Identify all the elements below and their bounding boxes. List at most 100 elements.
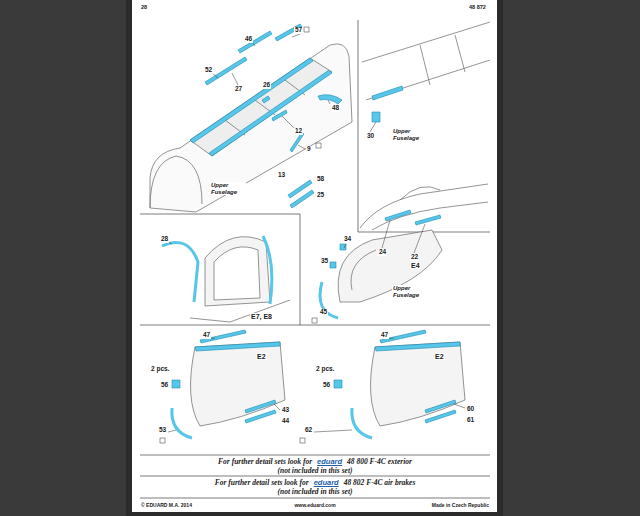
drawing-stroke	[320, 282, 338, 318]
callout-number: 9	[306, 146, 312, 153]
caption-line: (not included in this set)	[140, 488, 490, 496]
footer-text: © EDUARD M.A. 2014	[140, 503, 193, 508]
drawing-stroke	[454, 404, 465, 408]
drawing-stroke	[150, 156, 202, 208]
drawing-stroke	[415, 215, 441, 225]
callout-number: 56	[160, 382, 169, 389]
pe-part	[190, 24, 342, 208]
canopy-half	[191, 342, 465, 426]
drawing-stroke	[238, 31, 272, 53]
drawing-stroke	[360, 184, 488, 228]
drawing-stroke	[414, 224, 425, 253]
note-text: Upper Fuselage	[392, 128, 428, 141]
drawing-stroke	[358, 20, 490, 232]
callout-number: 62	[304, 427, 313, 434]
upper-fuselage	[150, 44, 352, 212]
drawing-stroke	[168, 430, 176, 432]
note-text: Upper Fuselage	[392, 285, 428, 298]
caption-text: For further detail sets look for	[214, 479, 310, 487]
drawing-stroke	[382, 220, 390, 248]
drawing-stroke	[370, 122, 376, 132]
callout-number: 12	[294, 128, 303, 135]
drawing-stroke	[304, 27, 309, 32]
drawing-stroke	[371, 342, 465, 426]
callout-number: 48	[331, 105, 340, 112]
drawing-stroke	[195, 342, 280, 351]
brand-logo: eduard	[313, 479, 340, 487]
drawing-stroke	[190, 300, 290, 322]
drawing-stroke	[140, 455, 490, 456]
note-text: Upper Fuselage	[210, 182, 246, 195]
callout-number: 52	[204, 67, 213, 74]
caption-line: (not included in this set)	[140, 467, 490, 475]
drawing-stroke	[205, 57, 247, 85]
drawing-stroke	[209, 70, 332, 156]
callout-number: 25	[316, 192, 325, 199]
check-box	[160, 27, 321, 443]
drawing-stroke	[140, 325, 490, 326]
drawing-stroke	[190, 58, 332, 156]
pe-part	[320, 244, 346, 318]
drawing-stroke	[372, 112, 380, 122]
callout-number: 2 pcs.	[150, 366, 170, 373]
drawing-stroke	[312, 318, 317, 323]
drawing-stroke	[272, 110, 287, 121]
callout-number: 27	[234, 86, 243, 93]
caption-text: 48 802 F-4C air brakes	[343, 479, 417, 487]
callout-number: 34	[343, 236, 352, 243]
callout-number: 26	[262, 82, 271, 89]
fuselage-detail	[360, 22, 490, 230]
callout-number: 28	[160, 236, 169, 243]
caption-text: (not included in this set)	[276, 488, 353, 496]
page-shadow	[126, 0, 503, 516]
drawing-stroke	[150, 44, 352, 212]
drawing-stroke	[340, 244, 346, 250]
callout-number: 43	[281, 407, 290, 414]
leader-line	[168, 34, 465, 432]
drawing-stroke	[375, 342, 460, 351]
drawing-stroke	[263, 236, 272, 304]
callout-number: 58	[316, 176, 325, 183]
callout-number: 47	[380, 332, 389, 339]
caption-line: For further detail sets look foreduard48…	[140, 479, 490, 487]
callout-number: 45	[319, 309, 328, 316]
drawing-stroke	[425, 410, 456, 423]
callout-number: 46	[244, 36, 253, 43]
drawing-stroke	[172, 380, 180, 388]
drawing-stroke	[352, 408, 372, 438]
drawing-stroke	[212, 73, 218, 78]
callout-number: 47	[202, 332, 211, 339]
drawing-stroke	[362, 22, 490, 62]
callout-number: 13	[277, 172, 286, 179]
drawing-stroke	[366, 60, 490, 100]
drawing-stroke	[420, 35, 465, 85]
caption-text: 48 800 F-4C exterior	[346, 458, 413, 466]
drawing-stroke	[292, 34, 300, 37]
callout-number: 30	[366, 133, 375, 140]
drawing-stroke	[372, 86, 403, 100]
drawing-stroke	[205, 237, 270, 306]
page	[132, 0, 497, 512]
drawing-stroke	[300, 214, 301, 325]
drawing-stroke	[400, 187, 440, 200]
drawing-stroke	[160, 438, 165, 443]
drawing-stroke	[282, 116, 294, 128]
drawing-stroke	[351, 250, 376, 290]
callout-number: 44	[281, 418, 290, 425]
caption-line: For further detail sets look foreduard48…	[140, 458, 490, 466]
drawing-stroke	[290, 132, 304, 152]
drawing-stroke	[140, 498, 490, 499]
drawing-stroke	[232, 73, 238, 85]
drawing-stroke	[338, 230, 442, 302]
drawing-stroke	[262, 96, 270, 103]
drawing-stroke	[190, 58, 313, 143]
caption-text: For further detail sets look for	[217, 458, 313, 466]
part-label: E2	[256, 353, 267, 360]
part-label: E7, E8	[250, 313, 273, 320]
drawing-stroke	[328, 100, 330, 104]
drawing-stroke	[162, 242, 198, 302]
part-label: E4	[410, 262, 421, 269]
drawing-stroke	[330, 262, 336, 268]
drawing-stroke	[172, 408, 192, 438]
